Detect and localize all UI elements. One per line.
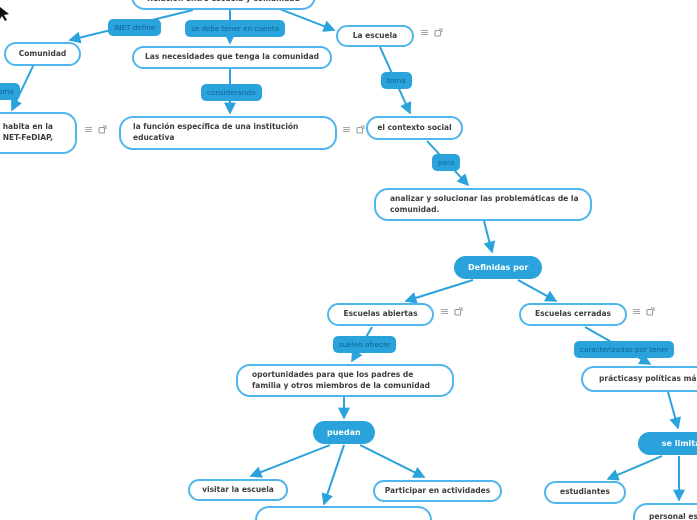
connector-label-se-debe-tener[interactable]: se debe tener en cuenta — [185, 20, 286, 37]
pill-definidas-por[interactable]: Definidas por — [454, 256, 543, 279]
open-detail-icon[interactable] — [434, 28, 443, 37]
open-detail-icon[interactable] — [646, 307, 655, 316]
menu-icon[interactable]: ≡ — [440, 305, 450, 318]
node-escuelas-abiertas[interactable]: Escuelas abiertas — [327, 303, 434, 326]
connector-label-suelen-ofrecer[interactable]: suelen ofrecer — [333, 336, 397, 353]
node-visitar-escuela[interactable]: visitar la escuela — [188, 479, 288, 501]
node-oportunidades-padres[interactable]: oportunidades para que los padres de fam… — [236, 364, 454, 397]
node-contexto-social[interactable]: el contexto social — [366, 116, 463, 140]
node-funcion-especifica[interactable]: la función específica de una institución… — [119, 116, 337, 150]
node-actions-habita[interactable]: ≡ — [84, 123, 107, 136]
connector-label-inet-define[interactable]: INET define — [108, 19, 162, 36]
open-detail-icon[interactable] — [356, 125, 365, 134]
connector-label-para[interactable]: para — [432, 154, 461, 171]
menu-icon[interactable]: ≡ — [632, 305, 642, 318]
connector-label-como[interactable]: como — [0, 83, 20, 100]
node-actions-la-escuela[interactable]: ≡ — [420, 26, 443, 39]
node-analizar-solucionar[interactable]: analizar y solucionar las problemáticas … — [374, 188, 592, 221]
node-comunidad[interactable]: Comunidad — [4, 42, 81, 66]
node-la-escuela[interactable]: La escuela — [336, 25, 414, 47]
open-detail-icon[interactable] — [454, 307, 463, 316]
node-bottom-cutoff[interactable] — [255, 506, 432, 520]
node-actions-escuelas-abiertas[interactable]: ≡ — [440, 305, 463, 318]
menu-icon[interactable]: ≡ — [420, 26, 430, 39]
connector-label-considerando[interactable]: considerando — [201, 84, 262, 101]
node-actions-escuelas-cerradas[interactable]: ≡ — [632, 305, 655, 318]
node-necesidades-comunidad[interactable]: Las necesidades que tenga la comunidad — [132, 46, 332, 69]
node-personal-escolar[interactable]: personal esco — [633, 503, 697, 520]
mouse-cursor — [0, 7, 9, 21]
open-detail-icon[interactable] — [98, 125, 107, 134]
node-practicas-politicas[interactable]: prácticasy políticas más r — [581, 366, 697, 392]
node-habita-inet-fediap[interactable]: habita en la NET-FeDIAP, — [0, 112, 77, 154]
menu-icon[interactable]: ≡ — [342, 123, 352, 136]
pill-puedan[interactable]: puedan — [313, 421, 375, 444]
pill-se-limitan[interactable]: se limitan — [638, 432, 697, 455]
node-actions-funcion[interactable]: ≡ — [342, 123, 365, 136]
node-estudiantes[interactable]: estudiantes — [544, 481, 626, 504]
connector-label-toma[interactable]: toma — [381, 72, 412, 89]
node-escuelas-cerradas[interactable]: Escuelas cerradas — [519, 303, 627, 326]
connector-label-caracterizadas[interactable]: caracterizadas por tener — [574, 341, 675, 358]
node-relacion-escuela-comunidad[interactable]: Relación entre escuela y comunidad — [131, 0, 316, 10]
menu-icon[interactable]: ≡ — [84, 123, 94, 136]
node-participar-actividades[interactable]: Participar en actividades — [373, 480, 502, 502]
